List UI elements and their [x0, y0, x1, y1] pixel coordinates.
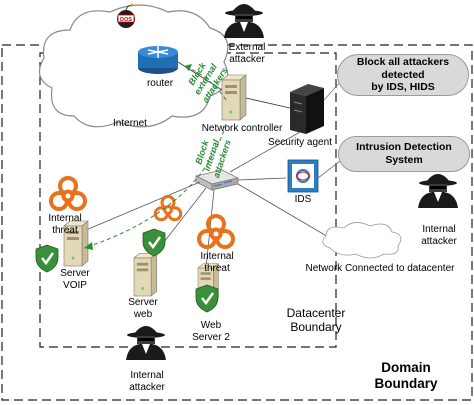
- ids-label: IDS: [294, 194, 312, 205]
- network-switch-icon: [194, 169, 240, 191]
- domain-boundary-frame: [1, 44, 473, 401]
- dos-bomb-icon: DOS: [117, 3, 135, 28]
- external-attacker-label: External attacker: [228, 42, 266, 65]
- link-switch-cloud: [237, 183, 331, 239]
- internal-attacker-bottom-icon: [126, 326, 166, 360]
- internal-attacker-right-label: Internal attacker: [421, 224, 457, 247]
- security-agent-icon: [290, 84, 324, 134]
- server-voip-label: Server VOIP: [60, 268, 90, 291]
- server-web-label: Server web: [128, 297, 158, 320]
- internal-attacker-bottom-label: Internal attacker: [129, 370, 165, 393]
- domain-boundary-label: Domain Boundary: [374, 360, 438, 391]
- network-controller-icon: [221, 74, 247, 121]
- internal-attacker-right-icon: [418, 174, 458, 208]
- internet-label: Internet: [113, 118, 147, 129]
- internal-threat-mid-icon: [197, 214, 235, 249]
- block-internal-arrow: [83, 123, 227, 249]
- link-switch-voip: [85, 181, 201, 231]
- external-attacker-icon: [224, 4, 264, 38]
- web-server2-label: Web Server 2: [192, 320, 230, 343]
- router-label: router: [146, 78, 174, 89]
- datacenter-network-cloud: [322, 222, 402, 259]
- ids-system-pill: Intrusion Detection System: [338, 136, 470, 172]
- server-web-icon: [133, 252, 158, 297]
- ids-icon: [287, 159, 319, 193]
- network-connected-label: Network Connected to datacenter: [305, 263, 455, 274]
- block-external-arrowhead: [184, 64, 192, 71]
- link-switch-agent: [229, 131, 301, 173]
- network-controller-label: Network controller: [201, 123, 283, 134]
- internal-threat-left-icon: [49, 176, 87, 211]
- secure-shield-web-icon: [141, 227, 167, 258]
- internal-threat-mid-label: Internal threat: [200, 251, 234, 274]
- link-switch-ids: [237, 177, 287, 181]
- secure-shield-web2-icon: [194, 283, 220, 314]
- datacenter-boundary-label: Datacenter Boundary: [286, 306, 346, 334]
- link-controller-agent: [245, 97, 291, 109]
- biohazard-small-icon: [153, 195, 183, 222]
- internet-cloud: [38, 4, 229, 128]
- internal-threat-left-label: Internal threat: [48, 213, 82, 236]
- router-icon: [138, 46, 178, 74]
- block-internal-arrowhead: [84, 242, 93, 250]
- dos-tag: DOS: [120, 17, 132, 23]
- security-agent-label: Security agent: [268, 137, 332, 148]
- block-all-pill: Block all attackers detected by IDS, HID…: [337, 54, 469, 96]
